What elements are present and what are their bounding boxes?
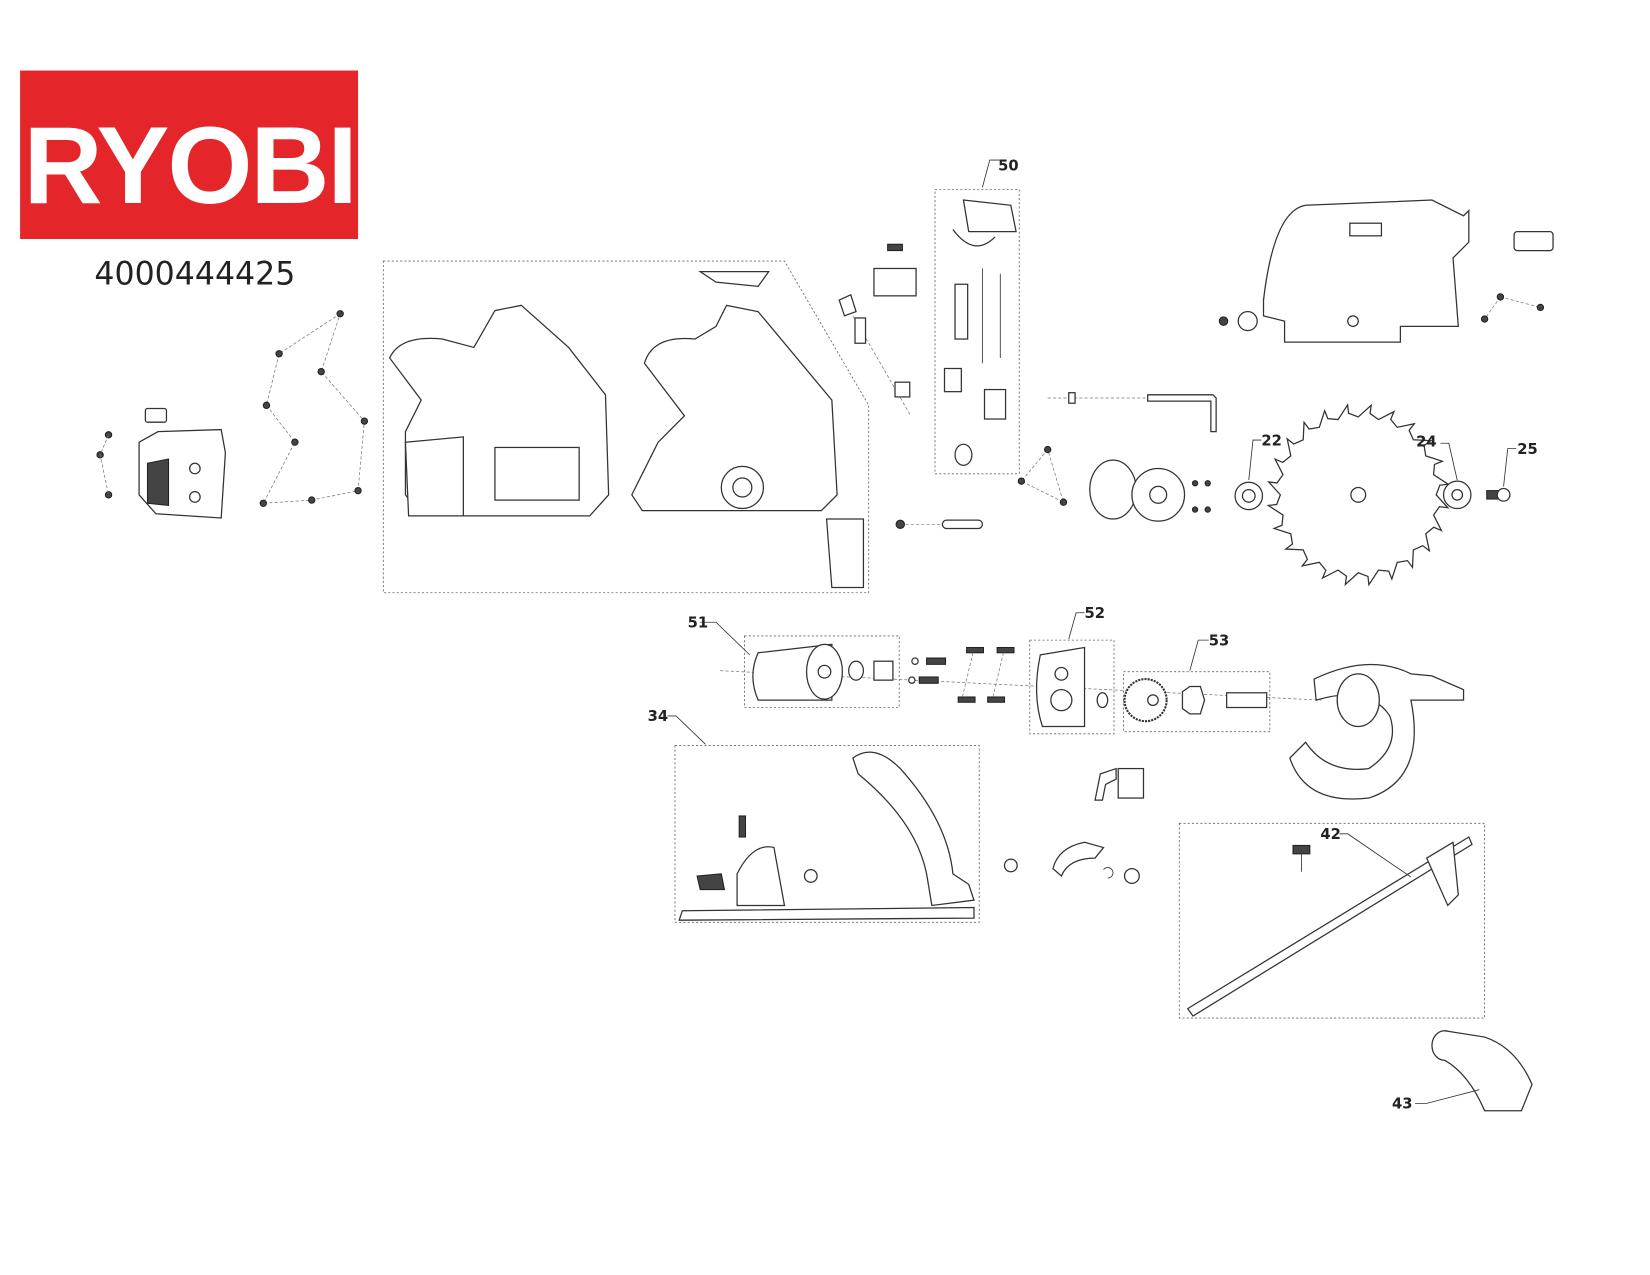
hex-key <box>1047 392 1217 433</box>
callout-label: 51 <box>688 614 708 631</box>
switch-parts <box>838 243 917 417</box>
switch-assembly-50 <box>934 189 1020 475</box>
arbor-parts <box>1017 445 1211 522</box>
inner-flange-22: 22 <box>1234 432 1282 511</box>
logo-text: RYOBI <box>24 105 356 227</box>
callout-label: 22 <box>1261 432 1281 449</box>
saw-blade <box>1266 403 1450 587</box>
housing-assembly <box>382 260 870 594</box>
bevel-lever-parts <box>1003 767 1145 884</box>
callout-label: 43 <box>1392 1096 1412 1113</box>
ryobi-logo: RYOBI <box>20 70 359 239</box>
upper-blade-guard <box>1218 199 1554 343</box>
callout-label: 25 <box>1517 441 1537 458</box>
callout-label: 42 <box>1320 826 1340 843</box>
motor-assembly-51: 51 <box>688 614 1322 708</box>
gear-assembly-53: 53 <box>1123 632 1271 733</box>
logo-background <box>20 70 359 239</box>
blade-bolt-25: 25 <box>1486 441 1538 502</box>
screw-set-housing <box>259 310 369 507</box>
gear-housing-52: 52 <box>1029 605 1115 735</box>
lower-blade-guard <box>1289 663 1465 800</box>
callout-50: 50 <box>981 158 1019 188</box>
callout-label: 50 <box>998 158 1018 175</box>
part-number: 4000444425 <box>94 256 295 292</box>
base-assembly-34: 34 <box>648 708 980 923</box>
outer-flange-24: 24 <box>1416 433 1472 510</box>
spindle-pin <box>895 519 984 530</box>
dust-adapter-43: 43 <box>1392 1030 1533 1113</box>
rear-cover-group <box>96 407 227 519</box>
callout-label: 34 <box>648 708 668 725</box>
rip-fence-42: 42 <box>1178 822 1486 1019</box>
callout-label: 24 <box>1416 433 1436 450</box>
callout-label: 52 <box>1085 605 1105 622</box>
callout-label: 53 <box>1209 632 1229 649</box>
motor-screws <box>908 646 1015 703</box>
